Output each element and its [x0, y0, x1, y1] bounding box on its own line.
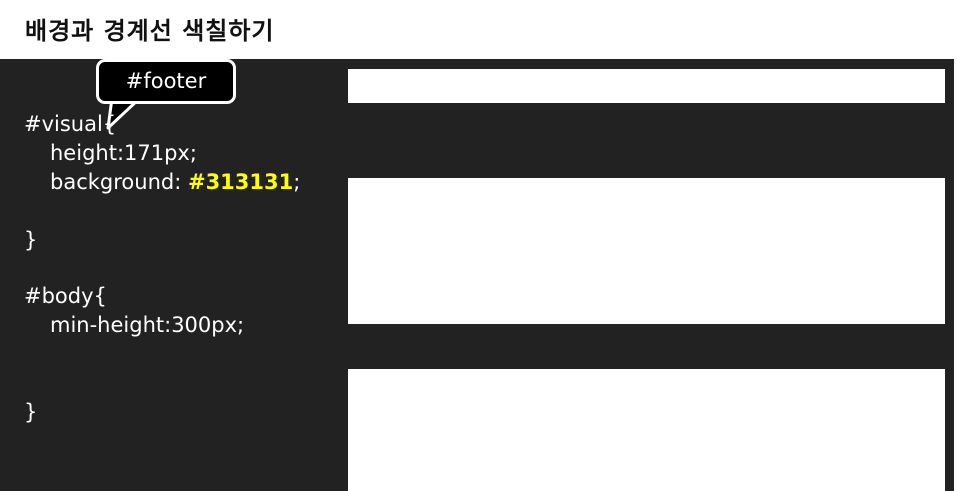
code-background-property: background:	[50, 170, 188, 194]
code-line-visual-open: #visual{	[24, 112, 117, 136]
footer-callout: #footer	[96, 59, 236, 104]
title-bar: 배경과 경계선 색칠하기	[0, 0, 957, 59]
code-line-min-height: min-height:300px;	[50, 313, 245, 337]
code-line-background: background: #313131;	[50, 172, 300, 193]
code-line-body-open: #body{	[24, 284, 107, 308]
slide-right-edge	[954, 59, 957, 491]
code-background-end: ;	[293, 170, 301, 194]
preview-visual-band	[348, 103, 945, 178]
code-line-body-close: }	[24, 400, 38, 424]
code-line-height: height:171px;	[50, 141, 197, 165]
code-line-visual-close: }	[24, 228, 38, 252]
callout-label: #footer	[125, 69, 207, 93]
code-background-value: #313131	[187, 170, 294, 194]
slide-title: 배경과 경계선 색칠하기	[25, 17, 275, 45]
preview-footer-band	[348, 324, 945, 369]
